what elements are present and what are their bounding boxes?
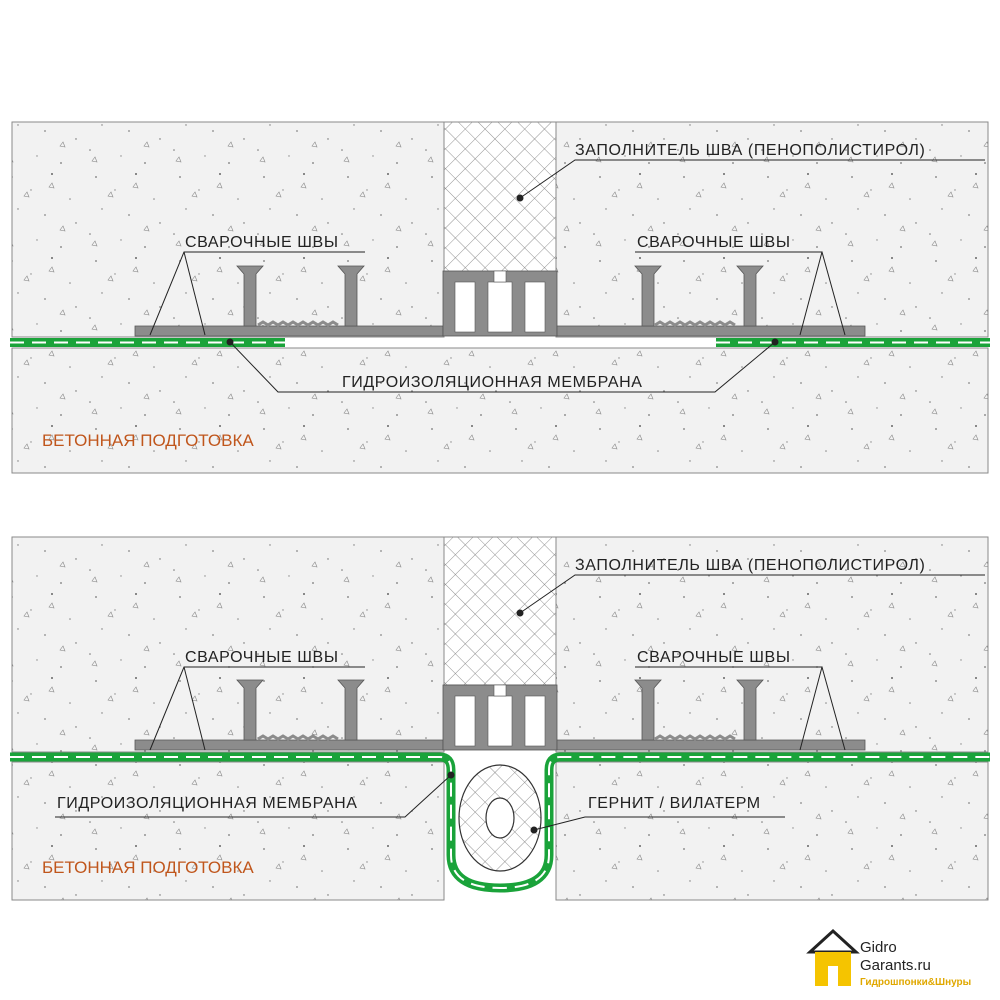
diagram-bottom: ЗАПОЛНИТЕЛЬ ШВА (ПЕНОПОЛИСТИРОЛ) СВАРОЧН…: [10, 536, 990, 901]
label-welds-right: СВАРОЧНЫЕ ШВЫ: [637, 234, 791, 251]
label-concrete-base: БЕТОННАЯ ПОДГОТОВКА: [42, 431, 254, 450]
membrane-right: [716, 338, 990, 347]
concrete-slab-left: [11, 121, 445, 338]
leader-dot: [516, 609, 524, 617]
leader-dot: [226, 338, 234, 346]
leader-welds-right-b: [821, 251, 846, 336]
membrane-left: [10, 338, 285, 347]
joint-filler: [443, 536, 557, 686]
leader-cord: [533, 816, 785, 831]
leader-dot: [771, 338, 779, 346]
label-filler: ЗАПОЛНИТЕЛЬ ШВА (ПЕНОПОЛИСТИРОЛ): [575, 142, 925, 159]
concrete-slab-right: [555, 121, 989, 338]
logo-line2: Garants.ru: [860, 957, 931, 974]
logo-line1: Gidro: [860, 939, 897, 956]
label-membrane: ГИДРОИЗОЛЯЦИОННАЯ МЕМБРАНА: [342, 374, 643, 391]
waterstop-profile: [133, 678, 867, 752]
leader-filler: [519, 159, 985, 199]
label-welds-left: СВАРОЧНЫЕ ШВЫ: [185, 234, 339, 251]
label-cord: ГЕРНИТ / ВИЛАТЕРМ: [588, 795, 761, 812]
waterstop-profile: [133, 264, 867, 338]
leader-dot: [516, 194, 524, 202]
label-welds-left: СВАРОЧНЫЕ ШВЫ: [185, 649, 339, 666]
concrete-slab-left: [11, 536, 445, 753]
leader-welds-right-b: [821, 666, 846, 751]
label-filler: ЗАПОЛНИТЕЛЬ ШВА (ПЕНОПОЛИСТИРОЛ): [575, 557, 925, 574]
leader-dot: [447, 771, 455, 779]
leader-welds-left-b: [183, 251, 206, 336]
house-icon: [806, 928, 860, 986]
concrete-base-right: [555, 761, 989, 901]
leader-membrane: [55, 774, 452, 818]
leader-membrane: [229, 341, 776, 393]
brand-logo: Gidro Garants.ru Гидрошпонки&Шнуры: [806, 928, 971, 988]
joint-filler: [443, 121, 557, 273]
leader-filler: [519, 574, 985, 614]
label-welds-right: СВАРОЧНЫЕ ШВЫ: [637, 649, 791, 666]
membrane-u-loop: [10, 752, 990, 893]
concrete-base: [11, 347, 989, 474]
diagram-top: ЗАПОЛНИТЕЛЬ ШВА (ПЕНОПОЛИСТИРОЛ) СВАРОЧН…: [10, 121, 990, 474]
logo-tagline: Гидрошпонки&Шнуры: [860, 977, 971, 988]
concrete-slab-right: [555, 536, 989, 753]
sealing-cord: [458, 764, 542, 872]
concrete-base-left: [11, 761, 445, 901]
leader-welds-left-b: [183, 666, 206, 751]
label-membrane: ГИДРОИЗОЛЯЦИОННАЯ МЕМБРАНА: [57, 795, 358, 812]
label-concrete-base: БЕТОННАЯ ПОДГОТОВКА: [42, 858, 254, 877]
leader-dot: [530, 826, 538, 834]
